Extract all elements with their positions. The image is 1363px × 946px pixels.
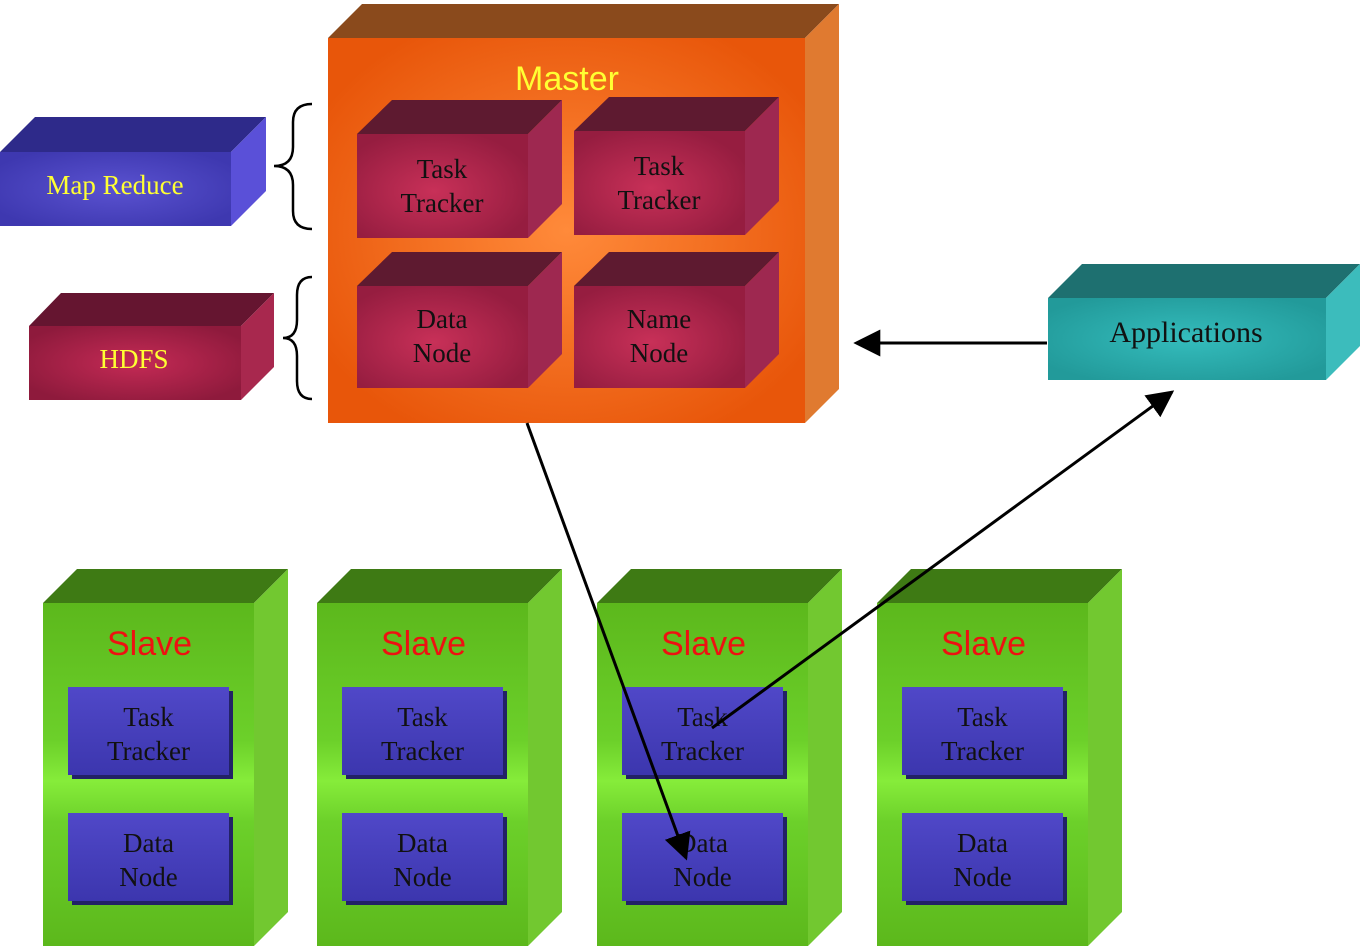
slave-3-title: Slave [661,625,746,663]
slave-2-data-node-line2: Node [393,862,451,892]
hdfs-block: HDFS [29,293,274,400]
master-task-tracker-1: Task Tracker [357,100,562,238]
slave-4-task-tracker-line2: Tracker [941,736,1024,766]
master-node: Master Task Tracker Task Tracker Data No… [328,4,839,423]
mapreduce-block: Map Reduce [0,117,266,226]
slave-3-task-tracker-line1: Task [677,702,728,732]
slave-1-task-tracker-line1: Task [123,702,174,732]
slave-3-data-node [622,813,783,901]
master-title: Master [515,60,619,98]
slave-1-task-tracker [68,687,229,775]
master-task-tracker-2-line1: Task [634,151,685,181]
hdfs-brace [282,275,313,401]
master-to-slave-datanode-arrow [525,422,691,861]
master-task-tracker-2: Task Tracker [574,97,779,235]
slave-nodes: SlaveTaskTrackerDataNodeSlaveTaskTracker… [43,569,1122,946]
mapreduce-brace [273,102,313,231]
applications-block: Applications [1048,264,1360,380]
slave-4-task-tracker-line1: Task [957,702,1008,732]
slave-2-task-tracker [342,687,503,775]
master-data-node-line2: Node [413,338,471,368]
slave-4-data-node [902,813,1063,901]
master-name-node: Name Node [574,252,779,388]
slave-4-data-node-line2: Node [953,862,1011,892]
slave-4-title: Slave [941,625,1026,663]
master-task-tracker-1-line2: Tracker [401,188,484,218]
slave-2-task-tracker-line2: Tracker [381,736,464,766]
slave-1-task-tracker-line2: Tracker [107,736,190,766]
slave-3-task-tracker-line2: Tracker [661,736,744,766]
slave-1-data-node [68,813,229,901]
master-name-node-line2: Node [630,338,688,368]
master-data-node: Data Node [357,252,562,388]
slave-2-data-node-line1: Data [397,828,448,858]
slave-tasktracker-to-applications-arrow [711,390,1175,730]
master-name-node-line1: Name [627,304,691,334]
slave-1-data-node-line2: Node [119,862,177,892]
slave-3-data-node-line2: Node [673,862,731,892]
slave-1-data-node-line1: Data [123,828,174,858]
slave-2-task-tracker-line1: Task [397,702,448,732]
master-data-node-line1: Data [417,304,468,334]
slave-1-title: Slave [107,625,192,663]
master-task-tracker-1-line1: Task [417,154,468,184]
slave-2-data-node [342,813,503,901]
slave-4-task-tracker [902,687,1063,775]
slave-2-title: Slave [381,625,466,663]
applications-label: Applications [1109,316,1262,349]
hdfs-label: HDFS [99,344,168,374]
slave-4-data-node-line1: Data [957,828,1008,858]
master-task-tracker-2-line2: Tracker [618,185,701,215]
mapreduce-label: Map Reduce [46,170,183,200]
